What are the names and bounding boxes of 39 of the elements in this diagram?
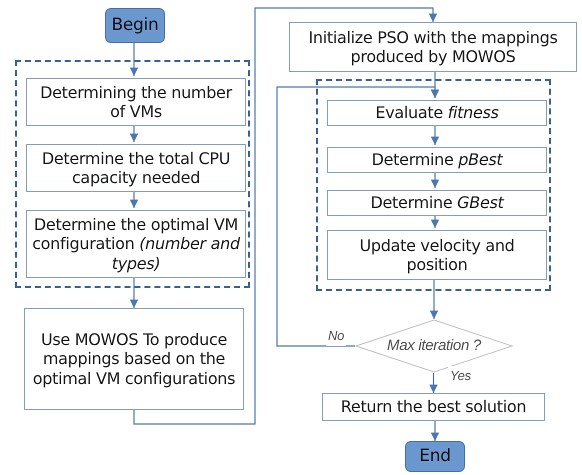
process-box [289,22,577,72]
process-box [327,230,547,280]
arrow [133,7,438,425]
arrow [130,276,138,308]
terminal-box [405,441,465,472]
step-text: Determine GBest [370,193,504,213]
step-text: Determine the optimal VM configuration (number and types) [31,215,241,273]
process-box [24,308,244,410]
dashed-group-box [15,60,250,288]
decision-diamond [355,319,513,373]
step-text: Determining the number of VMs [39,82,234,122]
terminal-text: End [419,444,451,468]
arrow [130,124,138,142]
terminal-text: Begin [112,14,158,37]
decision-text: Max iteration ? [387,336,481,356]
process-box [322,393,545,421]
step-text: Update velocity and position [358,236,516,274]
arrow [430,171,440,188]
process-box [26,144,246,192]
step-text: Determine the total CPU capacity needed [40,148,232,188]
terminal-box [105,8,165,43]
step-text: Use MOWOS To produce mappings based on the optimal VM configurations [32,330,236,388]
arrow [430,278,438,319]
step-text: Determine pBest [372,150,502,170]
arrow [430,421,440,441]
step-text: Return the best solution [340,397,526,417]
step-text: Evaluate fitness [375,103,499,123]
process-box [327,147,547,173]
arrow [430,214,440,228]
arrow [130,43,138,76]
arrow [430,124,440,145]
process-box [26,78,246,126]
process-box [327,190,547,216]
step-text: Initialize PSO with the mappings produced by MOWOS [307,28,559,66]
arrow [130,190,138,208]
dashed-group-box [316,79,551,291]
process-box [327,100,547,126]
arrow [276,86,440,347]
arrow [429,373,438,393]
